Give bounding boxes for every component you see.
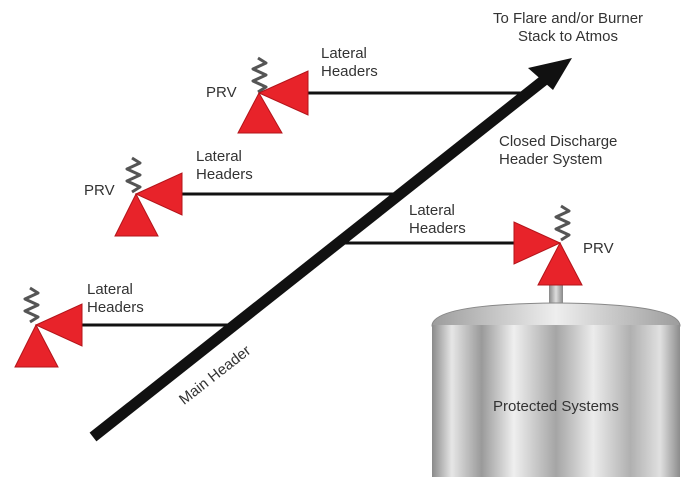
vessel-body	[432, 325, 680, 477]
prv-label-1: PRV	[206, 84, 237, 101]
relief-valve-icon	[237, 56, 309, 134]
flare-label-line-1: To Flare and/or Burner	[492, 10, 644, 27]
lateral-lines	[75, 91, 530, 327]
main-header-line	[89, 72, 552, 442]
relief-valve-icon	[114, 156, 183, 237]
prv-label-3: PRV	[583, 240, 614, 257]
lateral-headers-label-1: Lateral Headers	[321, 45, 378, 80]
relief-valve-icon	[513, 204, 583, 286]
prv-label-2: PRV	[84, 182, 115, 199]
relief-valve-icon	[14, 286, 83, 368]
spring-icon	[125, 156, 142, 194]
flow-arrow-icon	[528, 58, 572, 90]
lateral-headers-label-3: Lateral Headers	[409, 202, 466, 237]
flare-label-line-2: Stack to Atmos	[517, 28, 619, 45]
protected-systems-label: Protected Systems	[493, 398, 619, 415]
spring-icon	[23, 286, 40, 324]
main-header-pipe	[89, 58, 572, 442]
spring-icon	[251, 56, 268, 94]
spring-icon	[554, 204, 571, 242]
vessel-dome	[431, 302, 681, 327]
vessel-nozzle	[549, 282, 563, 304]
lateral-headers-label-2: Lateral Headers	[196, 148, 253, 183]
protected-vessel	[431, 282, 681, 477]
lateral-headers-label-4: Lateral Headers	[87, 281, 144, 316]
closed-discharge-label: Closed Discharge Header System	[499, 133, 618, 168]
flare-destination-label: To Flare and/or Burner Stack to Atmos	[468, 10, 668, 46]
